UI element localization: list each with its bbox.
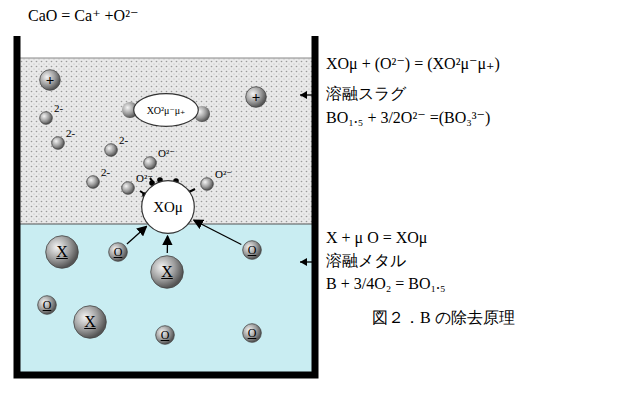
particle-symbol: O [242, 240, 262, 260]
solute-x: X [150, 255, 184, 289]
migration-arrow [167, 236, 169, 253]
particle-symbol: 2- [54, 102, 63, 114]
dissolved-oxygen: O [108, 242, 128, 262]
particle-symbol: O²⁻ [136, 172, 153, 185]
particle-symbol: X [73, 305, 107, 339]
figure-caption: 図２．B の除去原理 [372, 308, 515, 329]
particle-symbol: O²⁻ [158, 147, 175, 160]
particle-symbol: O [155, 325, 175, 345]
boron-slag-reaction: BO₁.₅ + 3/2O²⁻ =(BO₃³⁻) [326, 108, 490, 127]
dissolved-oxygen: O [242, 240, 262, 260]
particle-symbol: + [39, 69, 61, 91]
dissolved-oxygen: O [37, 295, 57, 315]
boron-oxidation: B + 3/4O₂ = BO₁.₅ [326, 275, 446, 293]
dissociation-equation: CaO = Ca⁺ +O²⁻ [28, 6, 138, 25]
migration-arrow [127, 226, 147, 244]
particle-symbol: + [245, 86, 267, 108]
particle-symbol: X [45, 235, 79, 269]
slag-label: 溶融スラグ [326, 84, 406, 105]
particle-symbol: 2- [101, 166, 110, 178]
pointer-arrow [300, 258, 307, 266]
oxide-ion: O²⁻ [121, 181, 135, 195]
metal-reaction: X + μ O = XOμ [326, 229, 427, 247]
dissolved-oxygen: O [242, 323, 262, 343]
particle-symbol: 2- [119, 134, 128, 146]
migration-arrow [194, 220, 242, 244]
complex-anion: XO²μ⁻μ₊ [133, 93, 199, 127]
oxide-ion: 2- [51, 136, 65, 150]
solute-x: X [73, 305, 107, 339]
particle-outline [121, 181, 135, 195]
metal-layer [20, 224, 312, 372]
cation: + [39, 69, 61, 91]
slag-reaction: XOμ + (O²⁻) = (XO²μ⁻μ₊) [326, 54, 500, 73]
particle-symbol: XOμ [141, 180, 195, 234]
particle-symbol: XO²μ⁻μ₊ [133, 93, 199, 127]
particle-symbol: O²⁻ [215, 168, 232, 181]
particle-symbol: 2- [66, 127, 75, 139]
particle-symbol: O [242, 323, 262, 343]
particle-outline [86, 175, 100, 189]
oxide-ion: O²⁻ [200, 177, 214, 191]
oxide-molecule: XOμ [141, 180, 195, 234]
oxide-ion: O²⁻ [143, 156, 157, 170]
cation: + [245, 86, 267, 108]
particle-outline [39, 111, 53, 125]
particle-symbol: X [150, 255, 184, 289]
metal-label: 溶融メタル [326, 251, 406, 272]
particle-outline [104, 143, 118, 157]
particle-outline [143, 156, 157, 170]
vessel-wall [17, 36, 315, 375]
particle-outline [51, 136, 65, 150]
oxide-ion: 2- [104, 143, 118, 157]
particle-symbol: O [37, 295, 57, 315]
solute-x: X [45, 235, 79, 269]
dissolved-oxygen: O [155, 325, 175, 345]
oxide-ion: 2- [86, 175, 100, 189]
particle-symbol: O [108, 242, 128, 262]
pointer-arrow [300, 91, 307, 99]
particle-outline [200, 177, 214, 191]
oxide-ion: 2- [39, 111, 53, 125]
